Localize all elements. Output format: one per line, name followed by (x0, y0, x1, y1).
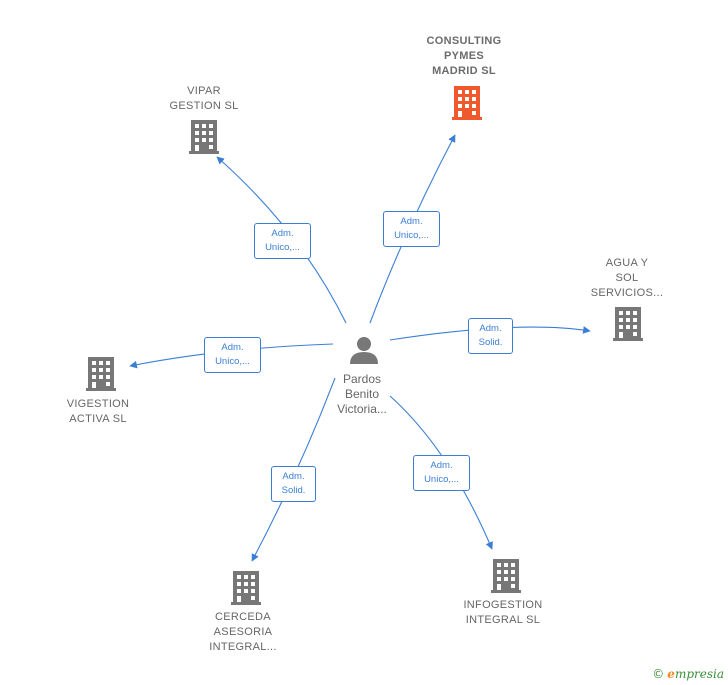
edge-label-infogestion[interactable]: Adm. Unico,... (413, 455, 470, 491)
company-label-vipar[interactable]: VIPAR GESTION SL (169, 85, 239, 112)
company-label-agua[interactable]: AGUA Y SOL SERVICIOS... (590, 257, 664, 299)
building-icon-agua[interactable] (613, 307, 643, 341)
edge-label-consulting[interactable]: Adm. Unico,... (383, 211, 440, 247)
company-label-infogestion[interactable]: INFOGESTION INTEGRAL SL (463, 599, 543, 626)
building-icon-vigestion[interactable] (86, 357, 116, 391)
empresia-logo: ©empresia (652, 667, 724, 681)
company-label-consulting[interactable]: CONSULTING PYMES MADRID SL (426, 35, 502, 77)
copyright-icon: © (652, 667, 665, 681)
building-icon-vipar[interactable] (189, 120, 219, 154)
building-icon-consulting[interactable] (452, 86, 482, 120)
person-label[interactable]: Pardos Benito Victoria... (337, 372, 387, 416)
edge-label-cerceda[interactable]: Adm. Solid. (271, 466, 316, 502)
building-icon-infogestion[interactable] (491, 559, 521, 593)
brand-initial: e (667, 667, 675, 681)
edge-label-agua[interactable]: Adm. Solid. (468, 318, 513, 354)
edge-label-vigestion[interactable]: Adm. Unico,... (204, 337, 261, 373)
brand-name: mpresia (674, 667, 724, 681)
company-label-vigestion[interactable]: VIGESTION ACTIVA SL (66, 398, 130, 425)
person-icon[interactable] (350, 337, 378, 364)
building-icon-cerceda[interactable] (231, 571, 261, 605)
edge-label-vipar[interactable]: Adm. Unico,... (254, 223, 311, 259)
company-label-cerceda[interactable]: CERCEDA ASESORIA INTEGRAL... (209, 611, 277, 653)
